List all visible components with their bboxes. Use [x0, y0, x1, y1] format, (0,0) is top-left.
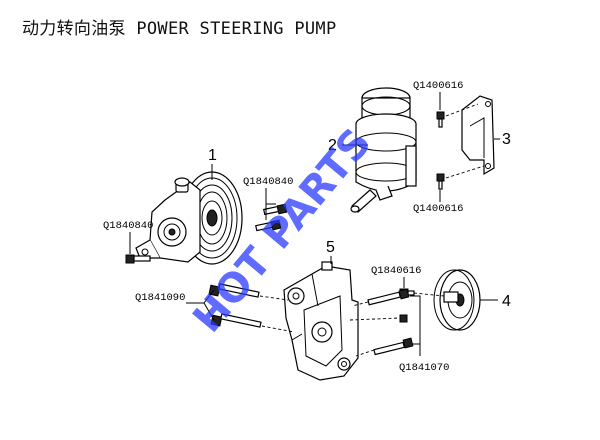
part-number-q1840616: Q1840616 [371, 265, 421, 277]
part-number-q1840840-left: Q1840840 [103, 220, 153, 232]
reservoir [350, 87, 417, 213]
power-steering-pump [135, 171, 243, 265]
callout-2: 2 [328, 137, 337, 154]
part-number-q1400616-bottom: Q1400616 [413, 203, 463, 215]
part-number-q1841070: Q1841070 [399, 362, 449, 374]
pump-bolt-left [125, 254, 151, 264]
pump-mounting-bracket [283, 261, 359, 381]
part-number-q1840840-upper: Q1840840 [243, 176, 293, 188]
long-bolts-left [208, 283, 262, 328]
idler-pulley [433, 269, 481, 331]
callout-4: 4 [502, 293, 511, 310]
long-bolts-right [367, 288, 414, 356]
callout-1: 1 [208, 147, 217, 164]
callout-5: 5 [326, 239, 335, 256]
page-title: 动力转向油泵 POWER STEERING PUMP [22, 19, 337, 39]
part-number-q1400616-top: Q1400616 [413, 80, 463, 92]
reservoir-bracket [461, 95, 495, 176]
callout-3: 3 [502, 131, 511, 148]
pump-bolts-upper [255, 203, 288, 232]
bracket-bolt-bottom [436, 173, 445, 190]
part-number-q1841090: Q1841090 [135, 292, 185, 304]
bracket-bolt-top [436, 111, 445, 128]
